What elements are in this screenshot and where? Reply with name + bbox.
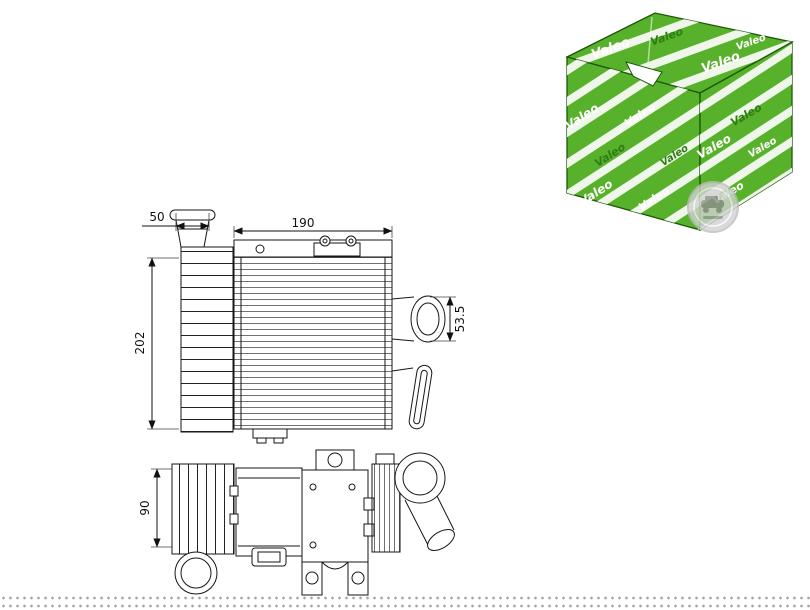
ribbed-tank-bottom bbox=[171, 463, 235, 555]
box-crease bbox=[647, 16, 653, 65]
watermark-dots bbox=[0, 594, 810, 609]
fin-stack-side bbox=[371, 453, 401, 553]
dimension-arrows bbox=[142, 222, 454, 548]
car-icon bbox=[701, 196, 724, 219]
mounting-plate bbox=[301, 449, 375, 596]
left-tank bbox=[180, 246, 234, 433]
box-front-stripes bbox=[567, 57, 700, 230]
outlet-port bbox=[391, 295, 446, 343]
side-fork-bracket bbox=[391, 364, 433, 430]
intercooler-drawing: 50 190 202 53.5 90 bbox=[133, 209, 467, 596]
core bbox=[233, 256, 393, 430]
top-mounting-bracket bbox=[313, 235, 361, 257]
box-notch bbox=[625, 61, 663, 87]
dim-core-width-label: 190 bbox=[292, 216, 315, 230]
watermark-badge bbox=[687, 181, 739, 233]
valeo-box: Valeo Valeo Valeo Valeo Valeo Valeo Vale… bbox=[563, 12, 794, 233]
bottom-view bbox=[171, 449, 455, 596]
pipe-opening bbox=[174, 551, 218, 595]
bottom-bracket bbox=[252, 428, 288, 444]
outlet-flange bbox=[394, 452, 455, 551]
dim-outlet-height-label: 53.5 bbox=[453, 306, 467, 333]
dim-pipe-width-label: 50 bbox=[149, 210, 164, 224]
dimension-lines bbox=[142, 213, 456, 548]
inlet-pipe bbox=[169, 209, 216, 248]
body-section bbox=[229, 467, 303, 567]
front-view bbox=[169, 209, 446, 444]
dim-depth-label: 90 bbox=[138, 500, 152, 515]
top-header bbox=[233, 239, 393, 258]
dim-height-label: 202 bbox=[133, 332, 147, 355]
dimension-labels: 50 190 202 53.5 90 bbox=[133, 210, 467, 516]
